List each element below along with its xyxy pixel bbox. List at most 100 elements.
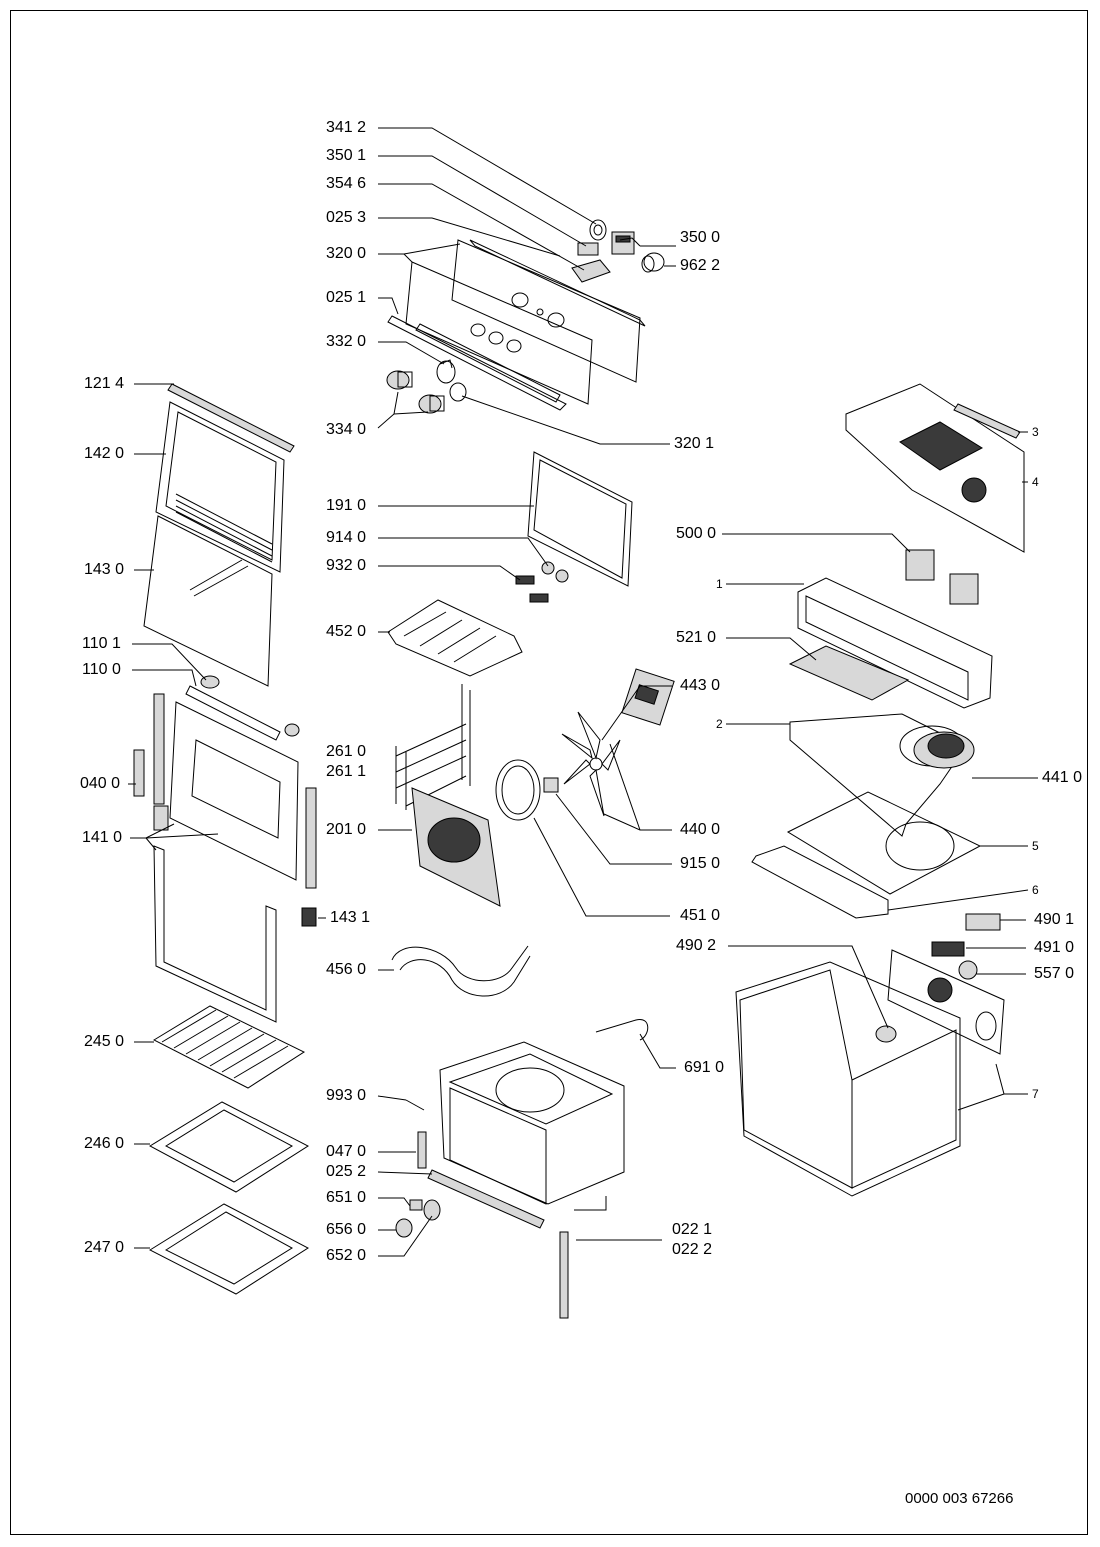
part-3-bracket: [953, 403, 1021, 439]
callout-247-0: 247 0: [84, 1239, 125, 1256]
callout-5: 5: [1032, 839, 1039, 853]
part-7-back-panel: [887, 949, 1005, 1055]
part-491-0-terminal: [931, 941, 965, 957]
part-121-4-trim: [167, 383, 295, 453]
part-691-0-sensor: [595, 1019, 649, 1041]
callout-440-0: 440 0: [680, 821, 721, 838]
part-350-0-module: [611, 231, 635, 255]
oven-center-group: [387, 451, 675, 1319]
callout-334-0: 334 0: [326, 421, 367, 438]
callout-320-0: 320 0: [326, 245, 367, 262]
callout-245-0: 245 0: [84, 1033, 125, 1050]
part-456-0-lower-heater: [391, 945, 531, 997]
part-656-0-knob: [395, 1218, 413, 1238]
part-652-0-knob: [423, 1199, 441, 1221]
callout-047-0: 047 0: [326, 1143, 367, 1160]
callout-521-0: 521 0: [676, 629, 717, 646]
callout-3: 3: [1032, 425, 1039, 439]
part-932-0-spring-b: [529, 593, 549, 603]
callout-7: 7: [1032, 1087, 1039, 1101]
callout-915-0: 915 0: [680, 855, 721, 872]
part-025-2-strip: [427, 1169, 545, 1229]
part-6-plate: [751, 845, 889, 919]
callout-022-2: 022 2: [672, 1241, 713, 1258]
part-962-2-cylinder: [643, 252, 665, 272]
callout-191-0: 191 0: [326, 497, 367, 514]
callout-320-1: 320 1: [674, 435, 715, 452]
callout-491-0: 491 0: [1034, 939, 1075, 956]
callout-261-0: 261 0: [326, 743, 367, 760]
part-191-0-gasket: [527, 451, 633, 587]
callout-656-0: 656 0: [326, 1221, 367, 1238]
callout-932-0: 932 0: [326, 557, 367, 574]
callout-332-0: 332 0: [326, 333, 367, 350]
door-group: [133, 383, 317, 1295]
part-557-0-thermostat: [958, 960, 978, 980]
part-500-0-switch-b: [949, 573, 979, 605]
callout-500-0: 500 0: [676, 525, 717, 542]
part-490-2-lamp: [875, 1025, 897, 1043]
callout-2: 2: [716, 717, 723, 731]
part-320-0-panel-front: [405, 261, 593, 405]
callout-443-0: 443 0: [680, 677, 721, 694]
callout-341-2: 341 2: [326, 119, 367, 136]
right-group: [735, 383, 1025, 1197]
part-246-0-tray: [148, 1101, 310, 1193]
part-261-0-side-rack: [395, 684, 471, 810]
part-025-1-strip: [387, 315, 567, 411]
callout-1: 1: [716, 577, 723, 591]
part-4-top-housing: [845, 383, 1025, 553]
callout-143-1: 143 1: [330, 909, 371, 926]
part-110-0-bar: [185, 685, 281, 741]
callout-025-3: 025 3: [326, 209, 367, 226]
part-oven-cavity: [439, 1041, 625, 1205]
callout-142-0: 142 0: [84, 445, 125, 462]
callout-121-4: 121 4: [84, 375, 125, 392]
leader-lines: [128, 127, 1038, 1257]
part-932-0-spring-a: [515, 575, 535, 585]
part-354-6-display: [571, 259, 611, 283]
callout-110-1: 110 1: [82, 635, 121, 652]
part-142-0-outer-glass: [155, 401, 285, 573]
callout-962-2: 962 2: [680, 257, 721, 274]
callout-040-0: 040 0: [80, 775, 121, 792]
part-521-0-control-board: [788, 645, 910, 701]
callout-143-0: 143 0: [84, 561, 125, 578]
part-452-0-grill: [387, 599, 523, 677]
callout-451-0: 451 0: [680, 907, 721, 924]
part-914-0-nut: [541, 561, 555, 575]
callout-201-0: 201 0: [326, 821, 367, 838]
part-141-0-door-frame: [169, 701, 299, 881]
callout-350-1: 350 1: [326, 147, 367, 164]
callout-025-1: 025 1: [326, 289, 367, 306]
callout-652-0: 652 0: [326, 1247, 367, 1264]
part-341-2-knob: [589, 219, 607, 241]
callout-441-0: 441 0: [1042, 769, 1083, 786]
callout-110-0: 110 0: [82, 661, 121, 678]
part-651-0-shaft: [409, 1199, 423, 1211]
callout-354-6: 354 6: [326, 175, 367, 192]
part-1-fan-housing: [797, 577, 993, 709]
part-5-plate: [786, 791, 982, 895]
part-143-1-clip: [301, 907, 317, 927]
callout-246-0: 246 0: [84, 1135, 125, 1152]
part-141-0-lower-frame: [153, 845, 277, 1023]
callout-022-1: 022 1: [672, 1221, 713, 1238]
part-022-1-slide: [559, 1231, 569, 1319]
callout-914-0: 914 0: [326, 529, 367, 546]
callout-490-1: 490 1: [1034, 911, 1075, 928]
part-047-0-bracket: [417, 1131, 427, 1169]
part-490-1-latch: [965, 913, 1001, 931]
part-332-0-ring: [436, 360, 456, 384]
control-panel-group: [386, 219, 665, 414]
callout-490-2: 490 2: [676, 937, 717, 954]
callout-141-0: 141 0: [82, 829, 123, 846]
callout-691-0: 691 0: [684, 1059, 725, 1076]
callout-993-0: 993 0: [326, 1087, 367, 1104]
callout-456-0: 456 0: [326, 961, 367, 978]
part-245-0-grid-rack: [152, 1005, 306, 1089]
drawing-frame: [10, 10, 1088, 1535]
vent-grid: [175, 493, 273, 563]
callout-350-0: 350 0: [680, 229, 721, 246]
